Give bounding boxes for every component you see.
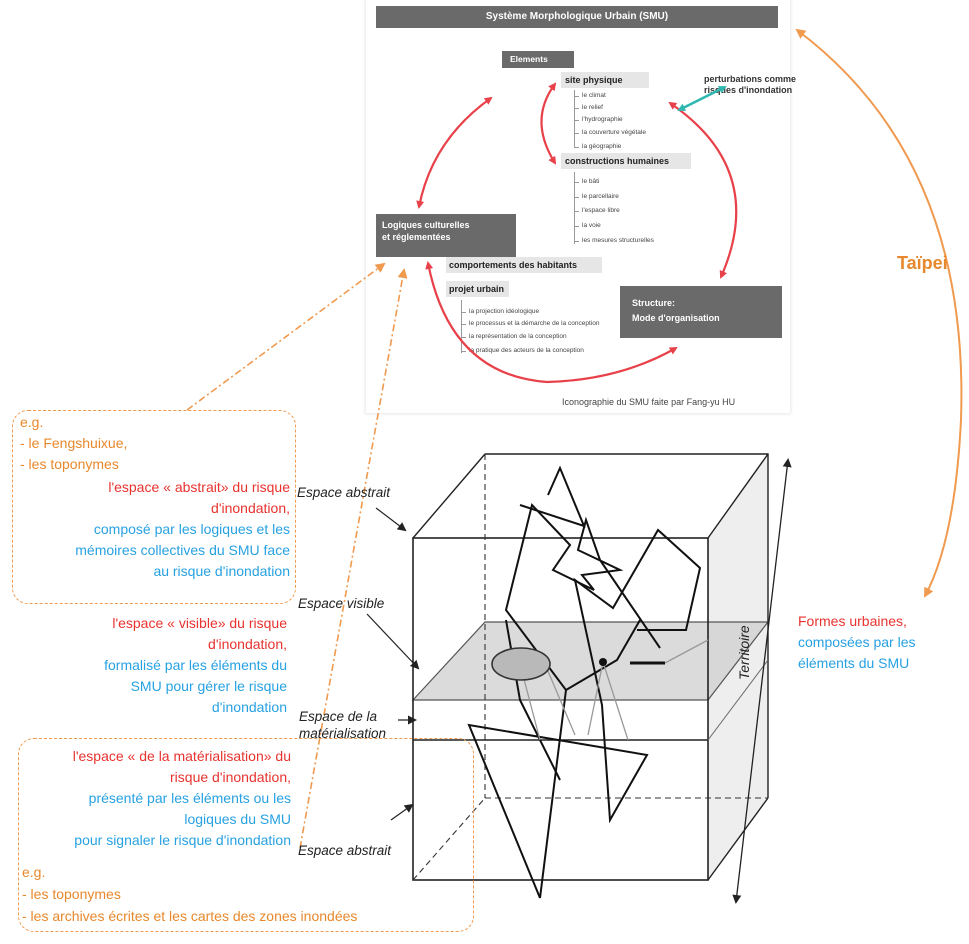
formes-urbaines-text: Formes urbaines, composées par les éléme… <box>798 613 916 671</box>
territoire-arrow <box>732 458 792 904</box>
elements-label: Elements <box>510 54 548 64</box>
construction-item: le parcellaire <box>582 193 619 200</box>
materialisation-space-box <box>18 738 474 932</box>
label-territoire: Territoire <box>736 625 752 680</box>
pointer-top-abstract <box>375 507 407 532</box>
site-physique-bracket <box>574 90 575 148</box>
taipei-arrow <box>795 28 963 598</box>
label-visible: Espace visible <box>298 596 385 611</box>
site-item: le climat <box>582 92 606 99</box>
label-top-abstract: Espace abstrait <box>297 485 391 500</box>
taipei-label: Taïpei <box>897 253 948 273</box>
label-bottom-abstract: Espace abstrait <box>298 843 392 858</box>
arrow-elements-structure <box>668 101 738 279</box>
constructions-label: constructions humaines <box>565 156 670 166</box>
elements-box: Elements <box>502 51 574 68</box>
arrow-perturbations <box>677 85 727 112</box>
visible-plane-ellipse <box>491 647 551 681</box>
construction-item: le bâti <box>582 178 600 185</box>
logiques-line: Logiques culturelles <box>382 220 470 230</box>
eg-top: e.g. - le Fengshuixue, - les toponymes <box>20 414 128 472</box>
pointer-bottom-abstract <box>390 803 414 821</box>
constructions-bracket <box>574 172 575 244</box>
materialisation-space-text: l'espace « de la matérialisation» du ris… <box>72 748 291 848</box>
arrow-elements-logiques <box>416 96 493 209</box>
construction-item: les mesures structurelles <box>582 237 654 244</box>
construction-item: l'espace libre <box>582 207 620 214</box>
urban-form-lines <box>467 465 702 899</box>
site-physique-box: site physique <box>561 72 649 88</box>
site-item: le relief <box>582 104 603 111</box>
smu-caption: Iconographie du SMU faite par Fang-yu HU <box>562 397 736 407</box>
site-item: la géographie <box>582 143 622 150</box>
construction-item: la voie <box>582 222 601 229</box>
eg-bottom: e.g. - les toponymes - les archives écri… <box>22 864 358 924</box>
visible-space-text: l'espace « visible» du risque d'inondati… <box>104 615 287 715</box>
perturbations-label: perturbations comme risques d'inondation <box>704 74 797 95</box>
arrow-logiques-structure <box>425 261 678 384</box>
logiques-line: et réglementées <box>382 232 451 242</box>
label-materialisation: Espace de la matérialisation <box>299 709 387 741</box>
site-item: l'hydrographie <box>582 116 623 123</box>
logiques-box: Logiques culturelles et réglementées <box>376 214 516 257</box>
abstract-space-text: l'espace « abstrait» du risque d'inondat… <box>75 479 290 579</box>
constructions-box: constructions humaines <box>561 153 691 169</box>
visible-plane-dot <box>599 658 607 666</box>
arrow-site-constructions <box>540 82 557 165</box>
smu-title-bar: Système Morphologique Urbain (SMU) <box>376 6 778 28</box>
abstract-space-box <box>12 410 296 604</box>
smu-title: Système Morphologique Urbain (SMU) <box>485 11 669 22</box>
site-physique-label: site physique <box>565 75 623 85</box>
pointer-visible <box>366 613 420 670</box>
link-abstract-logiques <box>186 262 386 411</box>
site-item: la couverture végétale <box>582 129 646 136</box>
